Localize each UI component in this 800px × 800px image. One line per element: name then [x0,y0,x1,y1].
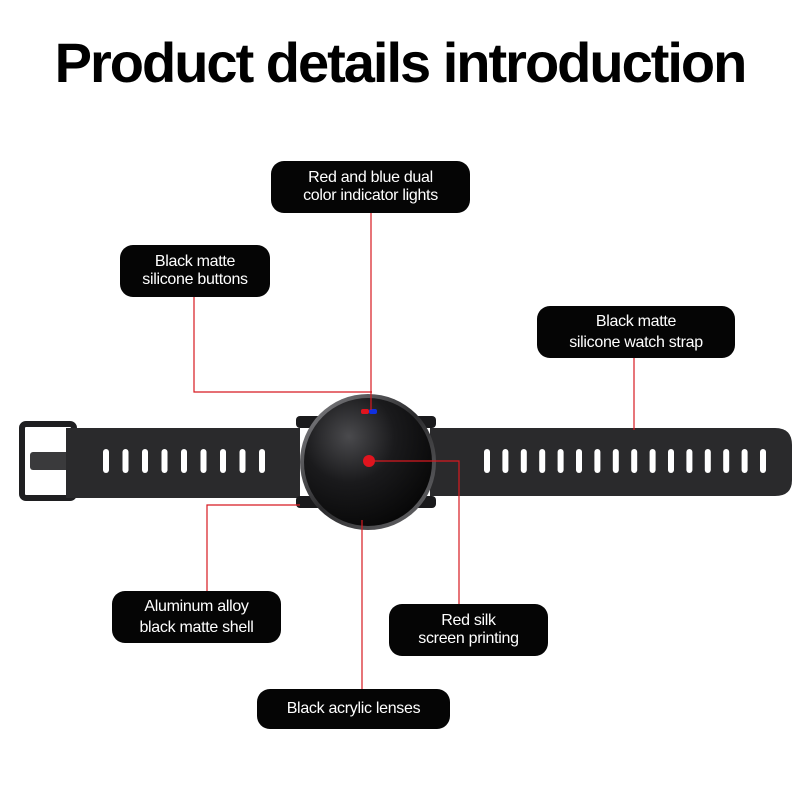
strap-hole [760,449,766,473]
watch-strap-right [430,428,792,496]
callout-screen-printing: Red silk screen printing [389,604,548,656]
indicator-light-blue [369,409,377,414]
strap-hole [200,449,207,473]
strap-holes-left [103,449,265,473]
strap-hole [122,449,129,473]
callout-watch-strap: Black matte silicone watch strap [537,306,735,358]
strap-hole [181,449,187,473]
leader-buttons [193,296,372,393]
callout-acrylic-lenses: Black acrylic lenses [257,689,450,729]
callout-silicone-buttons: Black matte silicone buttons [120,245,270,297]
strap-hole [557,449,564,473]
strap-hole [103,449,109,473]
strap-hole [631,449,638,473]
red-print-dot [363,455,375,467]
strap-hole [239,449,246,473]
strap-hole [594,449,601,473]
strap-hole [668,449,674,473]
strap-hole [259,449,265,473]
strap-hole [649,449,656,473]
strap-hole [576,449,582,473]
indicator-light-red [361,409,369,414]
strap-hole [220,449,226,473]
strap-hole [686,449,693,473]
strap-hole [723,449,730,473]
strap-hole [484,449,490,473]
strap-hole [520,449,527,473]
strap-hole [741,449,748,473]
callout-indicator-lights: Red and blue dual color indicator lights [271,161,470,213]
leader-shell [206,504,300,592]
callout-aluminum-shell: Aluminum alloy black matte shell [112,591,281,643]
page-title: Product details introduction [54,31,748,94]
strap-hole [612,449,619,473]
strap-holes-right [484,449,766,473]
strap-hole [539,449,546,473]
strap-hole [142,449,148,473]
strap-hole [161,449,168,473]
leader-printing [370,460,460,604]
strap-hole [704,449,711,473]
strap-hole [502,449,509,473]
